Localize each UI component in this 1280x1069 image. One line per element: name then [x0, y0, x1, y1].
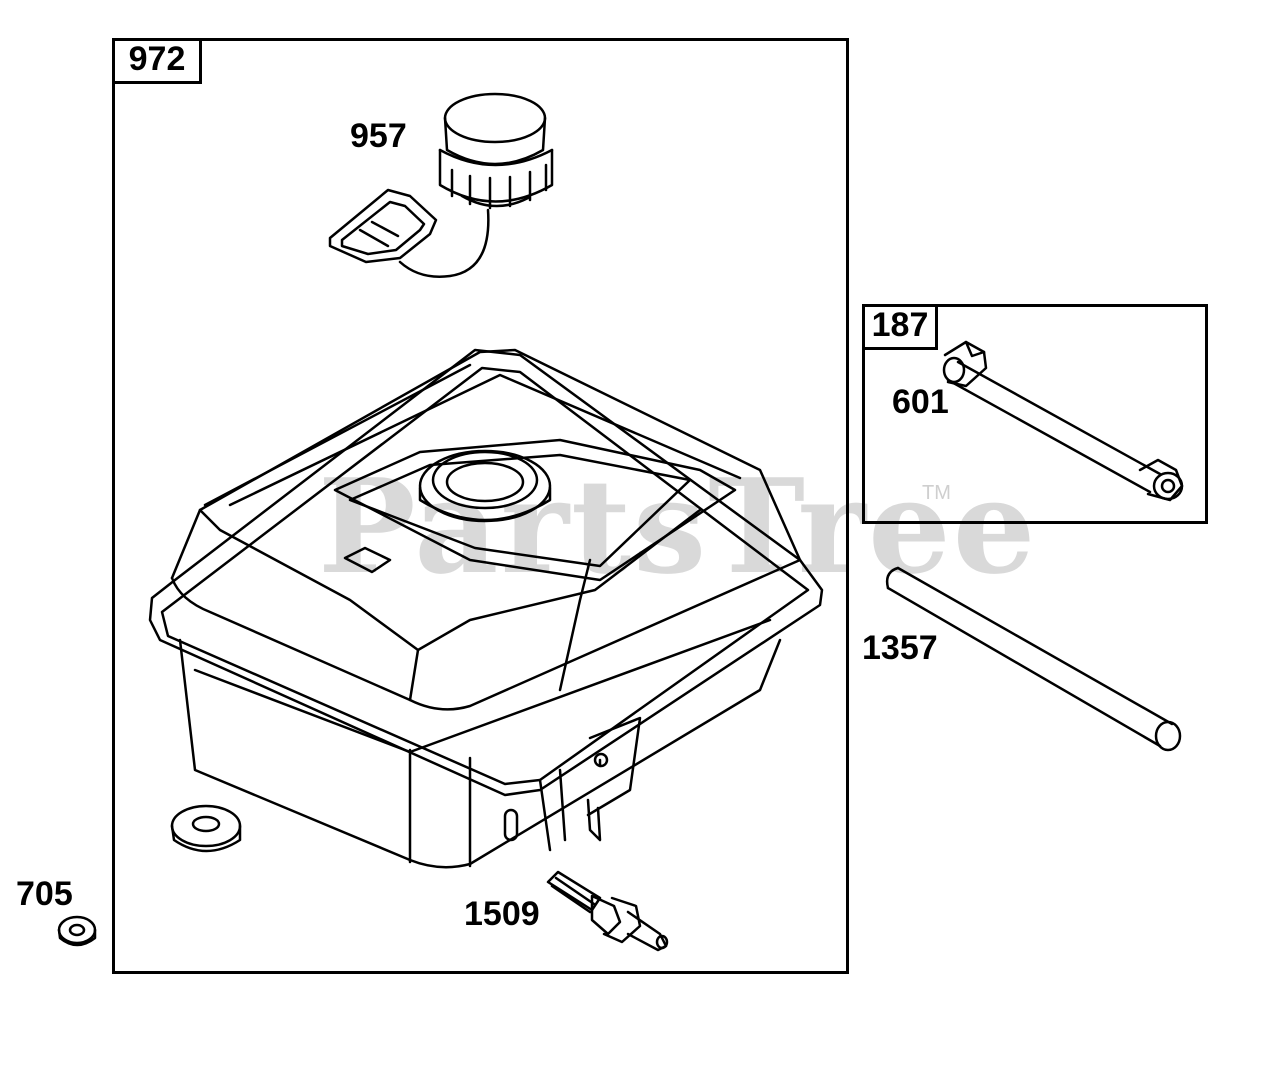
grommet-drawing[interactable]	[170, 804, 242, 853]
part-label-957[interactable]: 957	[350, 117, 407, 155]
watermark-tm: TM	[922, 482, 951, 504]
fuel-valve-drawing[interactable]	[546, 870, 669, 952]
group-tag-972[interactable]: 972	[112, 38, 202, 84]
group-frame-972	[112, 38, 849, 974]
group-tag-187[interactable]: 187	[862, 304, 938, 350]
fuel-hose-assembly-drawing[interactable]	[942, 340, 1184, 502]
group-frame-187	[862, 304, 1208, 524]
fuel-hose-drawing[interactable]	[885, 566, 1182, 752]
part-label-705[interactable]: 705	[16, 875, 73, 913]
part-label-1357[interactable]: 1357	[862, 629, 938, 667]
part-label-601[interactable]: 601	[892, 383, 949, 421]
washer-705-drawing[interactable]	[57, 915, 97, 947]
fuel-tank-drawing[interactable]	[148, 348, 824, 869]
part-label-1509[interactable]: 1509	[464, 895, 540, 933]
fuel-cap-drawing[interactable]	[328, 92, 554, 278]
